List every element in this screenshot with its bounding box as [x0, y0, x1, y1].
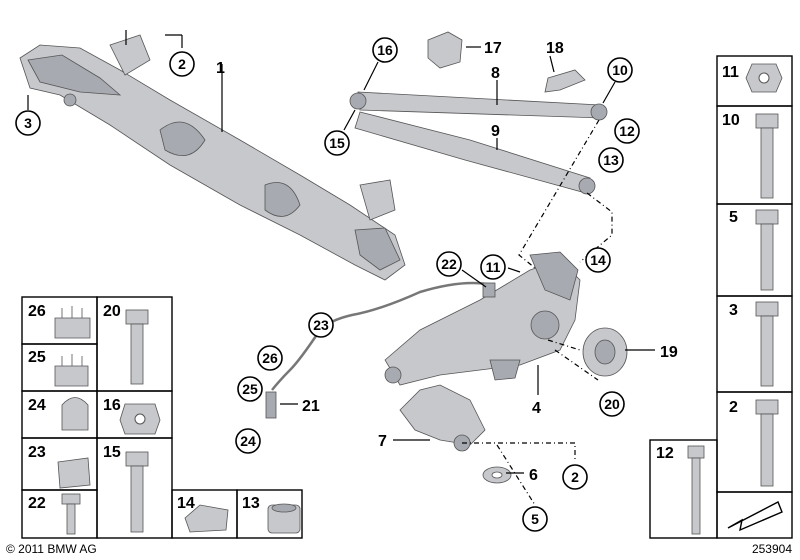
washer-illustration — [482, 466, 512, 484]
bolt-5-icon — [755, 209, 779, 291]
label-4: 4 — [532, 400, 541, 417]
nut-11-icon — [745, 63, 783, 93]
fastener-grid-right: 11 10 5 3 2 12 — [649, 55, 793, 539]
callout-26: 26 — [257, 345, 283, 371]
callout-3: 3 — [15, 110, 41, 136]
label-17: 17 — [484, 40, 502, 57]
callout-23: 23 — [308, 312, 334, 338]
clip-illustration — [544, 69, 586, 93]
control-arm-illustration — [349, 91, 608, 195]
grid-label-24: 24 — [28, 397, 46, 414]
label-21: 21 — [302, 398, 320, 415]
bracket-illustration — [427, 31, 463, 69]
bolt-15-icon — [125, 451, 149, 533]
callout-15: 15 — [324, 130, 350, 156]
callout-10: 10 — [607, 57, 633, 83]
bolt-22-icon — [61, 493, 81, 535]
fastener-grid-left: 26 20 25 24 16 23 15 22 14 13 — [21, 296, 303, 539]
clip-25-icon — [54, 354, 89, 387]
bolt-2-icon — [755, 399, 779, 487]
grid-label-22: 22 — [28, 495, 46, 512]
grid-label-26: 26 — [28, 303, 46, 320]
svg-text:20: 20 — [604, 396, 620, 412]
callout-25: 25 — [237, 376, 263, 402]
label-6: 6 — [529, 467, 538, 484]
label-7: 7 — [378, 433, 387, 450]
label-1: 1 — [216, 60, 225, 77]
callout-2-top: 2 — [169, 51, 195, 77]
grid-label-2: 2 — [729, 399, 738, 416]
clip-23-icon — [57, 457, 91, 489]
callout-2-bottom: 2 — [562, 464, 588, 490]
svg-text:10: 10 — [612, 62, 628, 78]
grid-label-16: 16 — [103, 397, 121, 414]
callout-12: 12 — [614, 118, 640, 144]
callout-13: 13 — [598, 147, 624, 173]
svg-text:11: 11 — [486, 259, 501, 275]
svg-text:5: 5 — [531, 511, 539, 527]
svg-text:3: 3 — [24, 115, 32, 131]
bolt-3-icon — [755, 301, 779, 387]
label-18: 18 — [546, 40, 564, 57]
grid-label-13: 13 — [242, 495, 260, 512]
reference-number: 253904 — [751, 542, 792, 556]
svg-text:15: 15 — [329, 135, 345, 151]
callout-14: 14 — [585, 247, 611, 273]
bolt-12-icon — [687, 445, 705, 535]
bolt-10-icon — [755, 113, 779, 199]
bush-13-icon — [267, 503, 301, 534]
svg-text:12: 12 — [619, 123, 635, 139]
label-19: 19 — [660, 344, 678, 361]
clip-26-icon — [54, 306, 91, 339]
svg-text:13: 13 — [603, 152, 619, 168]
axle-carrier-illustration — [19, 34, 406, 281]
wheel-carrier-illustration — [384, 251, 581, 386]
nut-16-icon — [119, 403, 161, 435]
svg-text:24: 24 — [240, 433, 256, 449]
grid-label-5: 5 — [729, 209, 738, 226]
label-8: 8 — [491, 65, 500, 82]
copyright-text: © 2011 BMW AG — [6, 542, 97, 556]
grid-label-3: 3 — [729, 302, 738, 319]
callout-20: 20 — [599, 391, 625, 417]
leader-lines — [27, 30, 655, 474]
grid-label-20: 20 — [103, 303, 121, 320]
svg-text:2: 2 — [571, 469, 579, 485]
svg-text:16: 16 — [377, 42, 393, 58]
circle-callouts: 2 3 16 15 10 12 13 14 22 11 23 26 25 24 … — [15, 37, 640, 532]
grid-label-12: 12 — [656, 445, 674, 462]
grid-label-15: 15 — [103, 444, 121, 461]
grid-label-14: 14 — [177, 495, 195, 512]
plain-labels: 1 8 9 17 18 19 21 4 6 7 — [216, 40, 678, 484]
grid-label-23: 23 — [28, 444, 46, 461]
svg-text:14: 14 — [590, 252, 606, 268]
callout-22: 22 — [436, 251, 462, 277]
bracket-14-icon — [184, 504, 229, 533]
callout-5: 5 — [522, 506, 548, 532]
grid-label-25: 25 — [28, 349, 46, 366]
svg-text:25: 25 — [242, 381, 258, 397]
bolt-20-icon — [125, 309, 149, 385]
grid-label-11: 11 — [722, 64, 739, 81]
svg-text:23: 23 — [313, 317, 329, 333]
wheel-hub-illustration — [582, 327, 628, 377]
svg-text:22: 22 — [441, 256, 457, 272]
lower-arm-illustration — [399, 384, 486, 452]
direction-arrow-icon — [727, 501, 783, 532]
svg-text:2: 2 — [178, 56, 186, 72]
label-9: 9 — [491, 123, 500, 140]
callout-11: 11 — [480, 254, 506, 280]
callout-24: 24 — [235, 428, 261, 454]
callout-16: 16 — [372, 37, 398, 63]
svg-text:26: 26 — [262, 350, 278, 366]
grid-label-10: 10 — [722, 112, 740, 129]
holder-24-icon — [61, 397, 89, 431]
